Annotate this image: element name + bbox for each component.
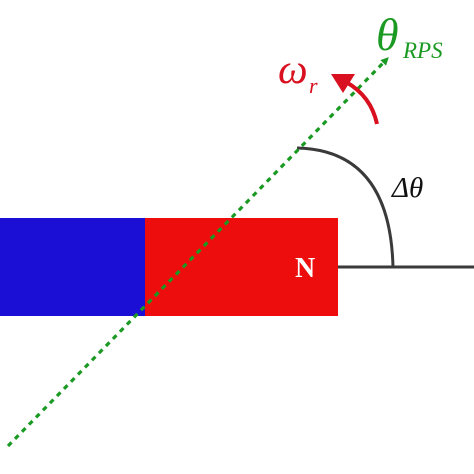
theta-symbol: θ (376, 9, 399, 60)
rotation-arrow-head (331, 74, 355, 93)
delta-theta-label: Δθ (391, 172, 423, 204)
rps-direction-arrow (6, 57, 389, 448)
magnet-south-half (0, 218, 145, 316)
north-pole-label: N (295, 253, 315, 284)
angle-arc (296, 146, 395, 268)
magnet-north-half (145, 218, 338, 316)
rotation-arrow-arc (344, 80, 379, 125)
omega-subscript: r (309, 73, 318, 98)
theta-subscript: RPS (402, 38, 443, 63)
omega-symbol: ω (278, 47, 308, 93)
